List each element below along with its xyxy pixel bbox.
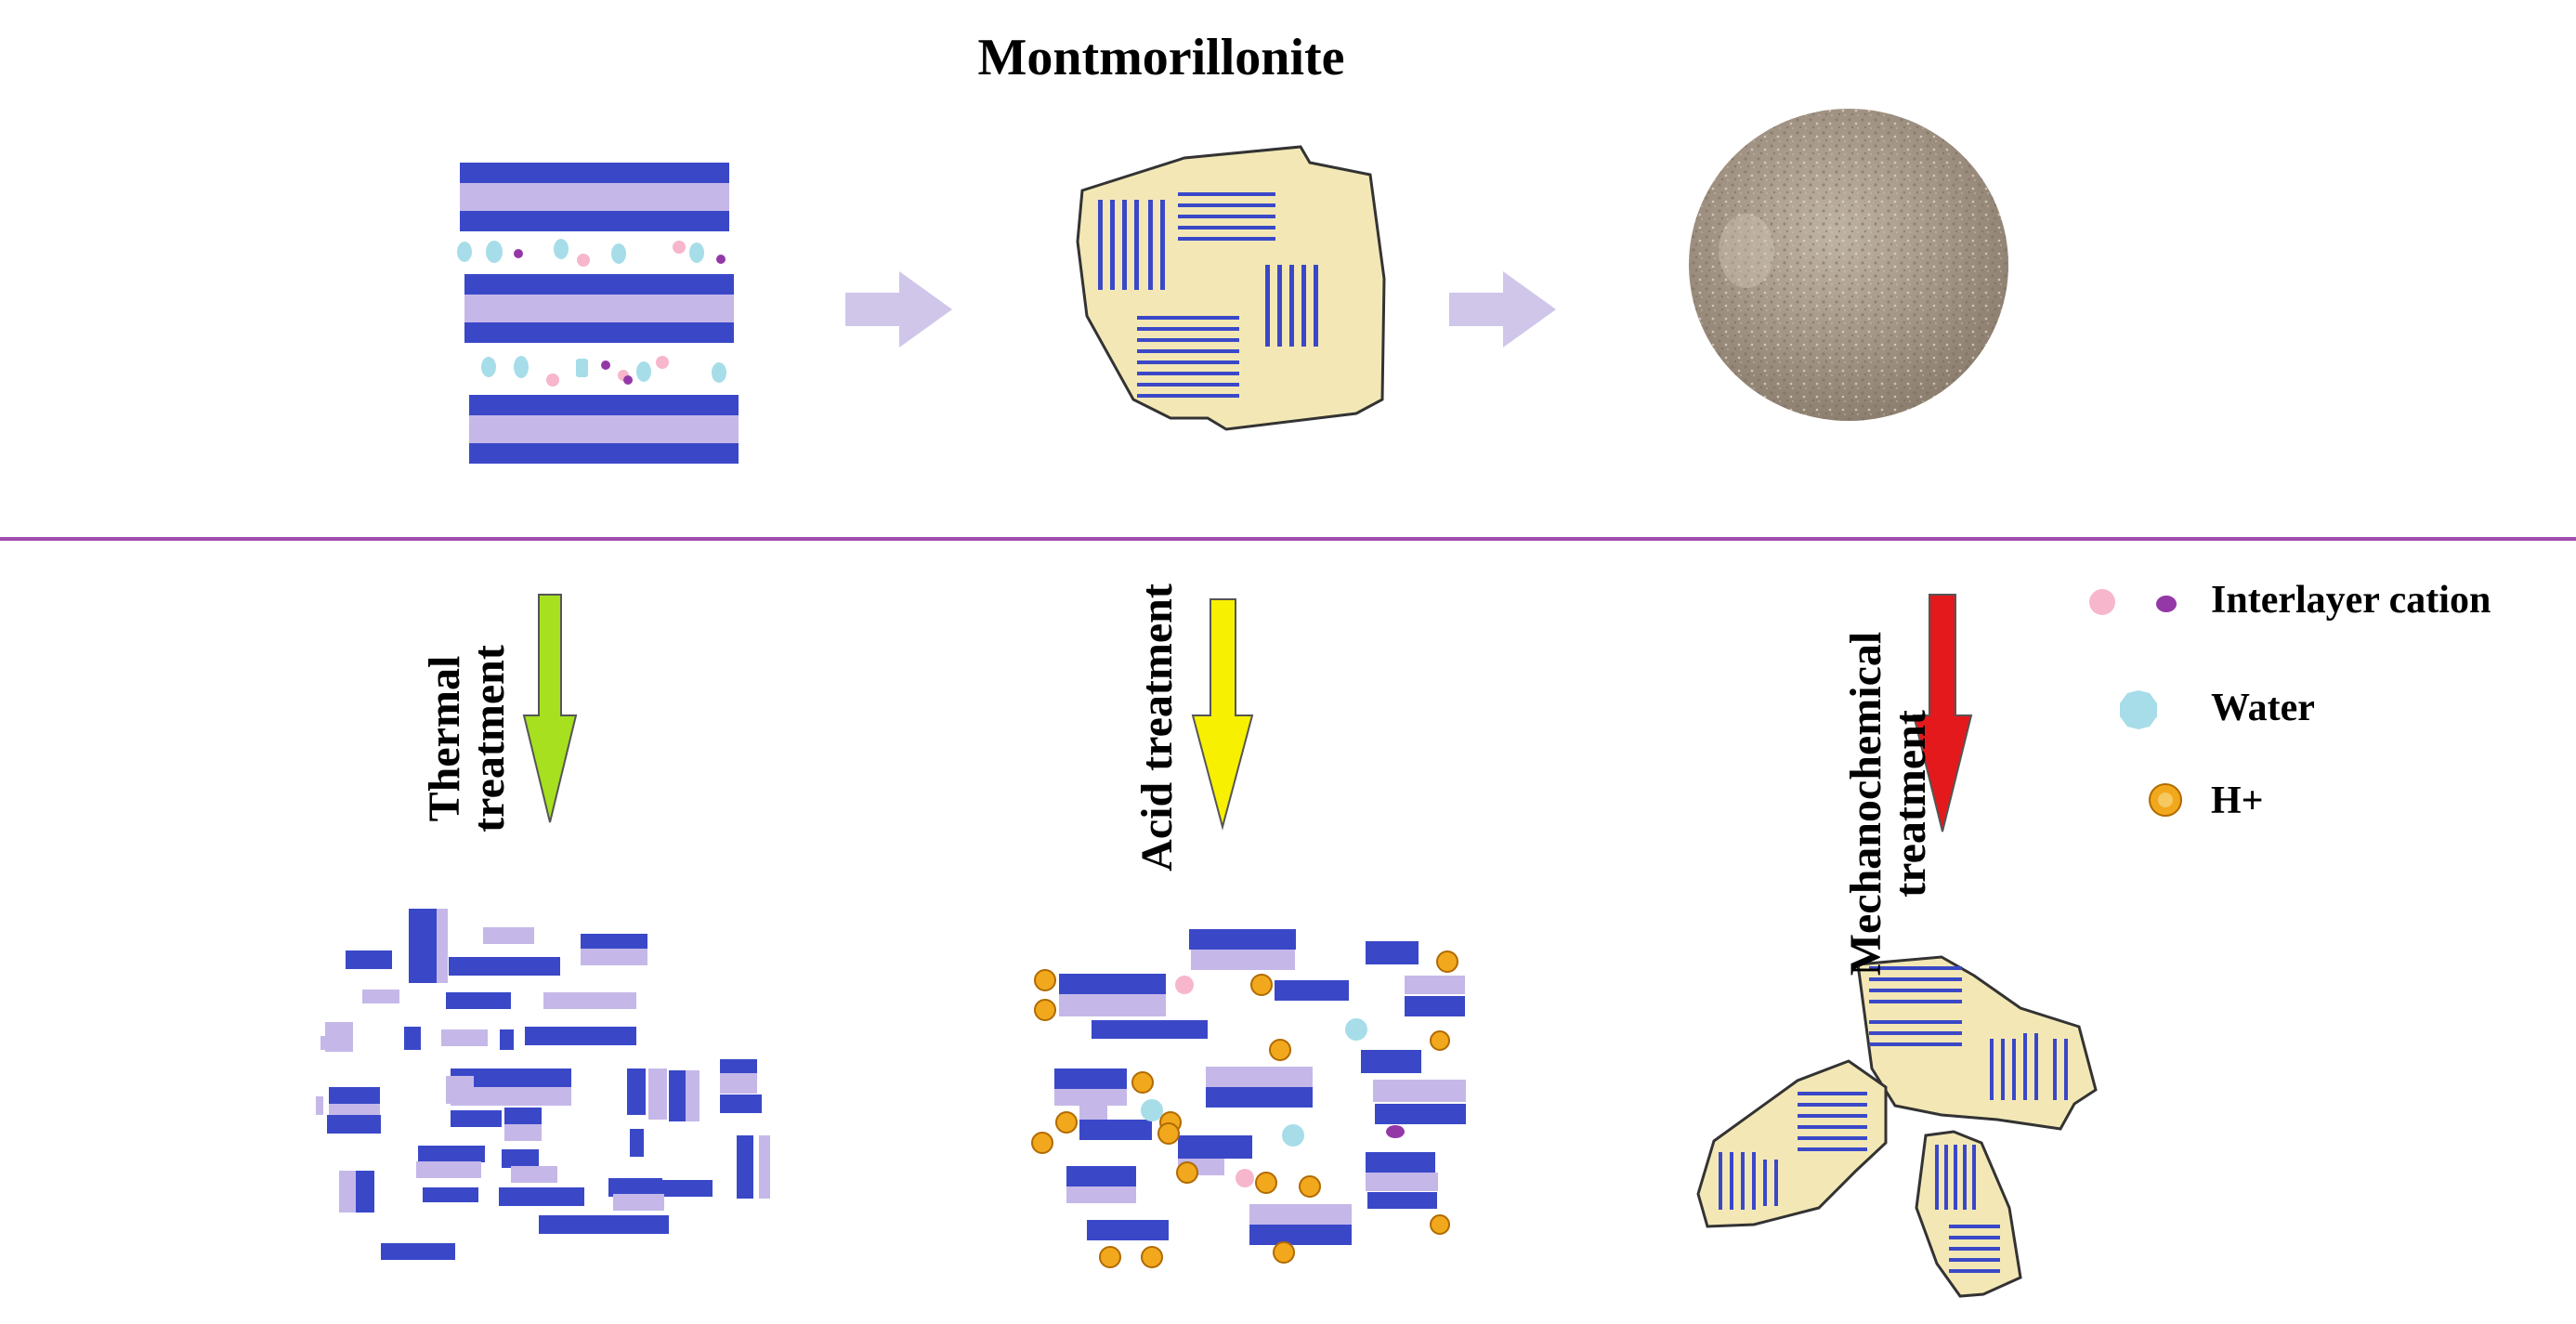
acid-label-text: Acid treatment (1132, 583, 1182, 872)
thermal-treatment-label: Thermal treatment (420, 636, 525, 841)
legend-cation-purple-icon (2156, 596, 2177, 612)
legend-water-icon (2120, 690, 2157, 729)
thermal-label-line1: Thermal (420, 655, 469, 822)
mechanochemical-treatment-label: Mechanochemical treatment (1841, 627, 1946, 980)
process-arrow-1 (845, 271, 952, 347)
legend-proton-icon (2149, 783, 2182, 817)
thermal-product-layers (316, 909, 770, 1260)
acid-treatment-label: Acid treatment (1132, 570, 1187, 885)
legend-proton: H+ (2211, 780, 2264, 822)
clay-sample-image (1689, 109, 2008, 421)
mechanochemical-particles (1696, 955, 2098, 1298)
mechanochemical-label-line2: treatment (1886, 710, 1935, 898)
layered-structure (460, 163, 739, 464)
acid-product-layers (1031, 929, 1466, 1268)
mechanochemical-arrow (1912, 594, 1973, 832)
interlayer-species (457, 239, 726, 387)
legend-cation-pink-icon (2089, 589, 2115, 615)
thermal-label-line2: treatment (464, 645, 514, 832)
legend-water: Water (2211, 687, 2315, 729)
diagram-title: Montmorillonite (977, 29, 1345, 86)
acid-arrow (1191, 598, 1254, 831)
thermal-arrow (522, 594, 578, 823)
legend-symbols (2089, 589, 2182, 817)
mechanochemical-label-line1: Mechanochemical (1841, 631, 1890, 977)
process-arrow-2 (1449, 271, 1556, 347)
aggregated-particle (1076, 145, 1386, 431)
legend-interlayer-cation: Interlayer cation (2211, 579, 2491, 622)
